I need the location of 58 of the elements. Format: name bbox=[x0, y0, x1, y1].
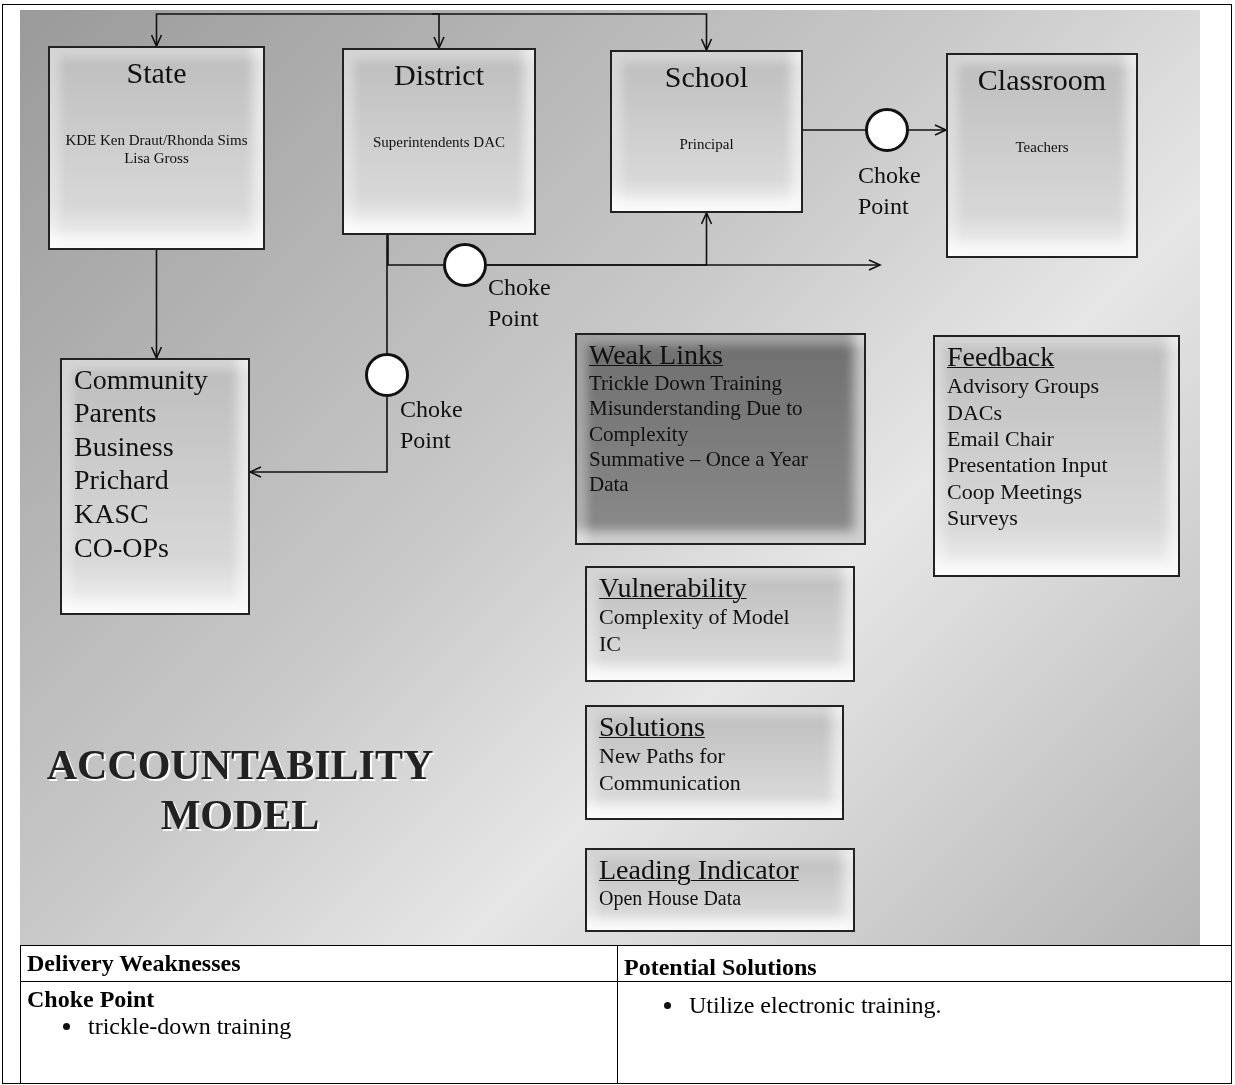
box-text: Complexity of Model bbox=[599, 604, 790, 631]
cell-heading: Choke Point bbox=[27, 986, 156, 1013]
level-box bbox=[946, 53, 1138, 258]
box-text: Surveys bbox=[947, 505, 1018, 532]
box-text: Misunderstanding Due to Complexity bbox=[589, 396, 804, 447]
column-header: Potential Solutions bbox=[624, 954, 818, 981]
column-header: Delivery Weaknesses bbox=[27, 950, 242, 977]
level-box bbox=[610, 50, 803, 213]
box-heading: State bbox=[126, 56, 187, 91]
level-box bbox=[48, 46, 265, 250]
connector-arrow bbox=[431, 13, 445, 49]
connector-arrow bbox=[150, 249, 163, 359]
level-box bbox=[585, 848, 855, 932]
box-text: Summative – Once a Year Data bbox=[589, 446, 809, 498]
diagram-title: ACCOUNTABILITY MODEL bbox=[45, 741, 435, 841]
box-heading: Feedback bbox=[947, 341, 1055, 374]
box-heading: Vulnerability bbox=[599, 572, 747, 605]
level-box bbox=[933, 335, 1180, 577]
box-text: Coop Meetings bbox=[947, 478, 1083, 506]
box-heading: School bbox=[664, 60, 749, 95]
box-heading: District bbox=[394, 58, 484, 93]
choke-point-label: Choke Point bbox=[488, 273, 552, 334]
connector-arrow bbox=[431, 13, 713, 51]
box-text: New Paths for Communication bbox=[599, 743, 742, 796]
box-heading: Leading Indicator bbox=[599, 854, 799, 887]
box-text: KASC bbox=[74, 496, 149, 531]
box-text: Superintendents DAC bbox=[372, 132, 506, 151]
choke-point-label: Choke Point bbox=[400, 395, 464, 456]
box-text: Teachers bbox=[1015, 137, 1069, 156]
box-heading: Solutions bbox=[599, 711, 705, 744]
box-text: KDE Ken Draut/Rhonda Sims Lisa Gross bbox=[64, 130, 249, 167]
connector-arrow bbox=[249, 396, 388, 478]
connector-arrow bbox=[908, 124, 947, 136]
box-heading: Community bbox=[74, 364, 208, 397]
bullet-item: Utilize electronic training. bbox=[689, 992, 942, 1019]
box-text: CO-OPs bbox=[74, 530, 169, 565]
level-box bbox=[575, 333, 866, 545]
box-heading: Classroom bbox=[977, 63, 1107, 98]
connector-arrow bbox=[486, 259, 881, 271]
box-text: Presentation Input bbox=[947, 452, 1108, 479]
level-box bbox=[585, 705, 844, 820]
choke-point-label: Choke Point bbox=[858, 161, 922, 222]
level-box bbox=[342, 48, 536, 235]
level-box bbox=[60, 358, 250, 615]
box-text: Parents bbox=[74, 396, 157, 430]
box-text: Email Chair bbox=[947, 425, 1054, 453]
box-text: DACs bbox=[947, 399, 1002, 426]
box-heading: Weak Links bbox=[589, 339, 723, 372]
connector-arrow bbox=[150, 13, 433, 47]
box-text: Business bbox=[74, 429, 174, 464]
box-text: Principal bbox=[679, 134, 734, 153]
box-text: Prichard bbox=[74, 463, 169, 497]
box-text: Open House Data bbox=[599, 886, 742, 911]
box-text: Trickle Down Training bbox=[589, 371, 782, 397]
box-text: IC bbox=[599, 630, 621, 657]
bullet-item: trickle-down training bbox=[88, 1013, 292, 1040]
box-text: Advisory Groups bbox=[947, 373, 1100, 400]
level-box bbox=[585, 566, 855, 682]
